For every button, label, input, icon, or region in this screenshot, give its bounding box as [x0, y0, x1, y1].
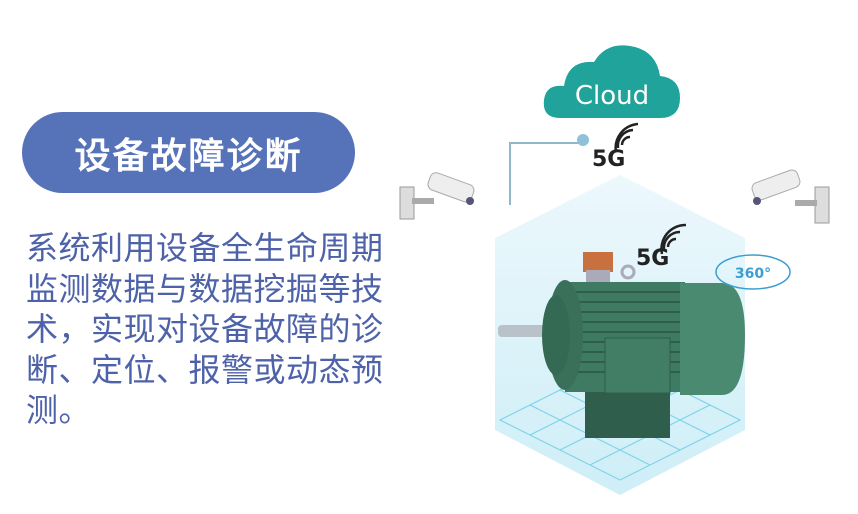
- connection-line: [509, 134, 589, 205]
- 5g-label-top: 5G: [592, 147, 625, 172]
- cloud-label: Cloud: [575, 81, 649, 111]
- rotation-label: 360°: [735, 266, 771, 282]
- wifi-signal-icon: [660, 223, 687, 255]
- title-banner: 设备故障诊断: [22, 112, 355, 193]
- electric-motor: [498, 252, 745, 438]
- security-camera-right-icon: [751, 169, 830, 224]
- page-title: 设备故障诊断: [74, 134, 303, 177]
- wifi-signal-icon: [614, 122, 639, 153]
- security-camera-left-icon: [399, 172, 475, 220]
- cloud-icon: Cloud: [543, 45, 680, 118]
- rotation-360-icon: 360°: [715, 254, 791, 290]
- 5g-label-motor: 5G: [636, 246, 669, 271]
- description-text: 系统利用设备全生命周期监测数据与数据挖掘等技术，实现对设备故障的诊断、定位、报警…: [26, 229, 384, 429]
